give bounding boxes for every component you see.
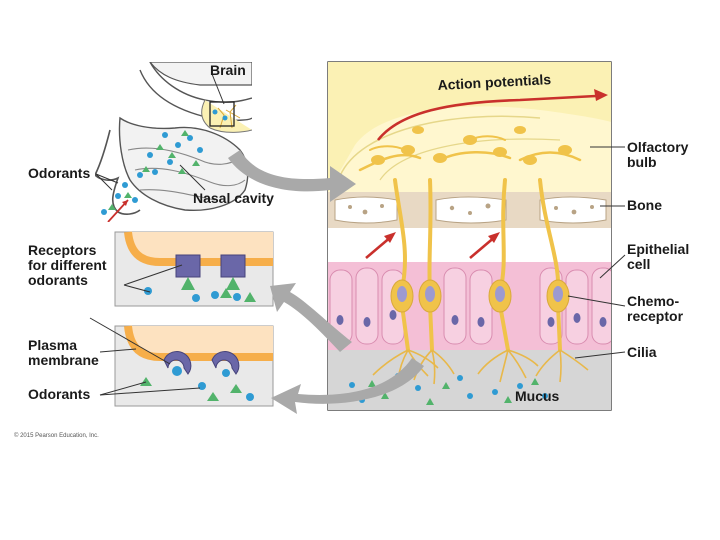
gray-flow-arrows [228, 150, 424, 414]
label-bone: Bone [627, 197, 662, 213]
label-cilia: Cilia [627, 344, 657, 360]
right-leader-lines [567, 146, 626, 359]
label-chemoreceptor: Chemo- receptor [627, 293, 684, 324]
epithelium-cross-section [327, 61, 612, 411]
label-odorants-top: Odorants [28, 165, 91, 181]
label-receptors: Receptors for different odorants [28, 242, 107, 288]
label-mucus: Mucus [515, 388, 560, 404]
label-nasal-cavity: Nasal cavity [193, 190, 274, 206]
receptor-panel-top [114, 231, 274, 307]
copyright-text: © 2015 Pearson Education, Inc. [14, 433, 99, 439]
label-odorants-bottom: Odorants [28, 386, 91, 402]
head-illustration [95, 62, 252, 222]
receptor-panel-bottom [114, 325, 274, 407]
label-plasma-membrane: Plasma membrane [28, 337, 99, 368]
label-brain: Brain [210, 62, 246, 78]
panel-leader-lines [89, 264, 201, 396]
head-leader-lines [95, 73, 225, 191]
label-olfactory-bulb: Olfactory bulb [627, 139, 689, 170]
label-epithelial-cell: Epithelial cell [627, 241, 690, 272]
